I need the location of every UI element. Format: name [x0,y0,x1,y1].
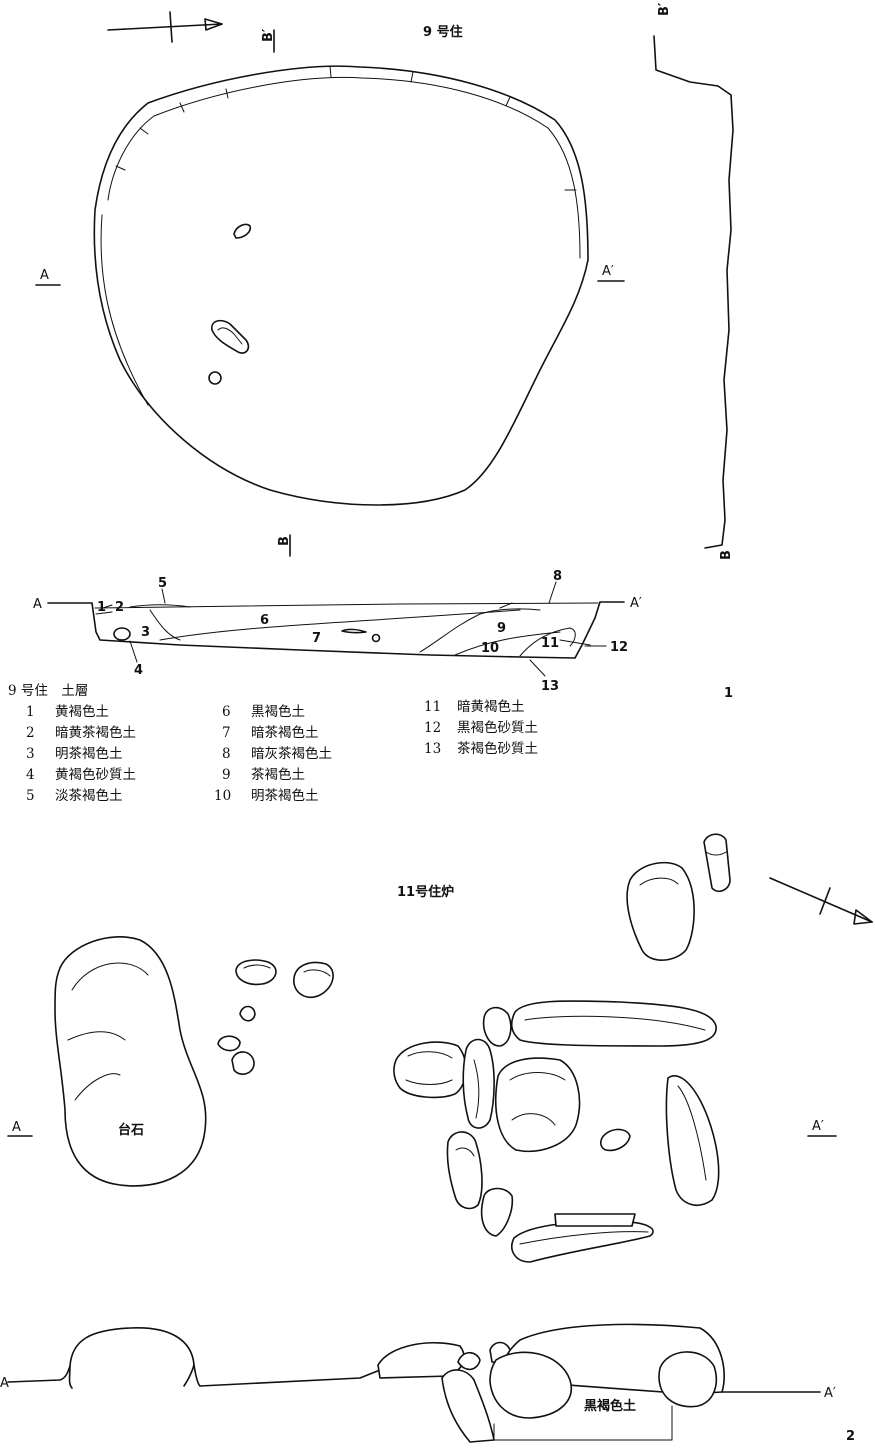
north-arrow-2 [769,877,873,925]
layer-num-11: 11 [541,636,559,651]
a-marker-plan-2: A [7,1120,33,1137]
layer-num-10: 10 [481,641,499,656]
legend-name: 暗茶褐色土 [251,724,319,741]
layer-num-8: 8 [553,569,562,584]
legend-no: 10 [214,788,231,804]
b-section-profile: B′ B [653,2,734,560]
north-arrow-1 [107,11,223,43]
layer-num-1: 1 [97,600,106,615]
a-prime-marker-plan-2: A′ [807,1119,837,1137]
stones-top-right [626,833,731,961]
legend-no: 9 [222,767,231,783]
a-prime-marker-plan-1: A′ [597,264,625,282]
legend-no: 2 [26,725,35,741]
b-label-bottom: B [277,536,292,546]
layer-num-3: 3 [141,625,150,640]
stones-small-left [217,959,334,1075]
legend-name: 茶褐色土 [251,766,305,783]
figure1-number: 1 [724,686,733,701]
legend-no: 5 [26,788,35,804]
legend-no: 11 [424,699,441,715]
layer-num-2: 2 [115,600,124,615]
layer-num-13: 13 [541,679,559,694]
legend-title: 9 号住 土層 [8,683,88,699]
layer-num-5: 5 [158,576,167,591]
b-prime-label-section: B′ [657,2,672,16]
legend-no: 3 [26,746,35,762]
legend-no: 13 [424,741,441,757]
stones-central [393,1000,720,1263]
legend-name: 明茶褐色土 [55,745,123,762]
legend-name: 暗黄茶褐色土 [55,724,136,741]
legend-name: 明茶褐色土 [251,787,319,804]
legend-no: 6 [222,704,231,720]
layer-num-6: 6 [260,613,269,628]
a-section-profile-2: A A′ 黒褐色土 [0,1323,836,1443]
soil-legend-1: 9 号住 土層 1 黄褐色土 2 暗黄茶褐色土 3 明茶褐色土 4 黄褐色砂質土… [8,683,538,804]
legend-no: 12 [424,720,441,736]
figure2-number: 2 [846,1429,855,1444]
a-prime-label-section-2: A′ [824,1386,836,1401]
a-label-plan: A [40,268,49,283]
legend-name: 黒褐色砂質土 [457,719,538,736]
legend-name: 黄褐色土 [55,703,109,720]
a-marker-plan-1: A [35,268,61,286]
legend-name: 暗黄褐色土 [457,698,525,715]
b-marker-bottom: B [277,534,292,557]
layer-num-9: 9 [497,621,506,636]
layer-num-4: 4 [134,663,143,678]
a-prime-label-section: A′ [630,596,642,611]
figure2-title: 11号住炉 [397,884,454,900]
layer-num-12: 12 [610,640,628,655]
a-prime-label-plan: A′ [602,264,614,279]
layer-num-7: 7 [312,631,321,646]
b-prime-top-marker: B′ [261,28,276,53]
legend-no: 7 [222,725,231,741]
legend-name: 茶褐色砂質土 [457,740,538,757]
dwelling-plan-9 [93,65,589,506]
pits-9 [208,223,252,385]
legend-no: 8 [222,746,231,762]
base-stone: 台石 [54,936,207,1187]
a-label-plan-2: A [12,1120,21,1135]
legend-name: 黒褐色土 [251,703,305,720]
soil-label: 黒褐色土 [584,1398,636,1414]
legend-no: 1 [26,704,35,720]
legend-name: 黄褐色砂質土 [55,766,136,783]
legend-name: 暗灰茶褐色土 [251,745,332,762]
b-prime-label-top: B′ [261,28,276,42]
a-label-section: A [33,597,42,612]
a-label-section-2: A [0,1376,9,1391]
base-stone-label: 台石 [118,1122,144,1138]
figure1-title: 9 号住 [423,24,463,40]
section-layer-numbers-1: 1 2 3 4 5 6 7 8 9 10 11 12 13 [97,569,628,694]
legend-name: 淡茶褐色土 [55,787,123,804]
a-prime-label-plan-2: A′ [812,1119,824,1134]
b-label-section: B [719,550,734,560]
a-section-profile-1: A A′ [33,581,642,677]
legend-no: 4 [26,767,35,783]
